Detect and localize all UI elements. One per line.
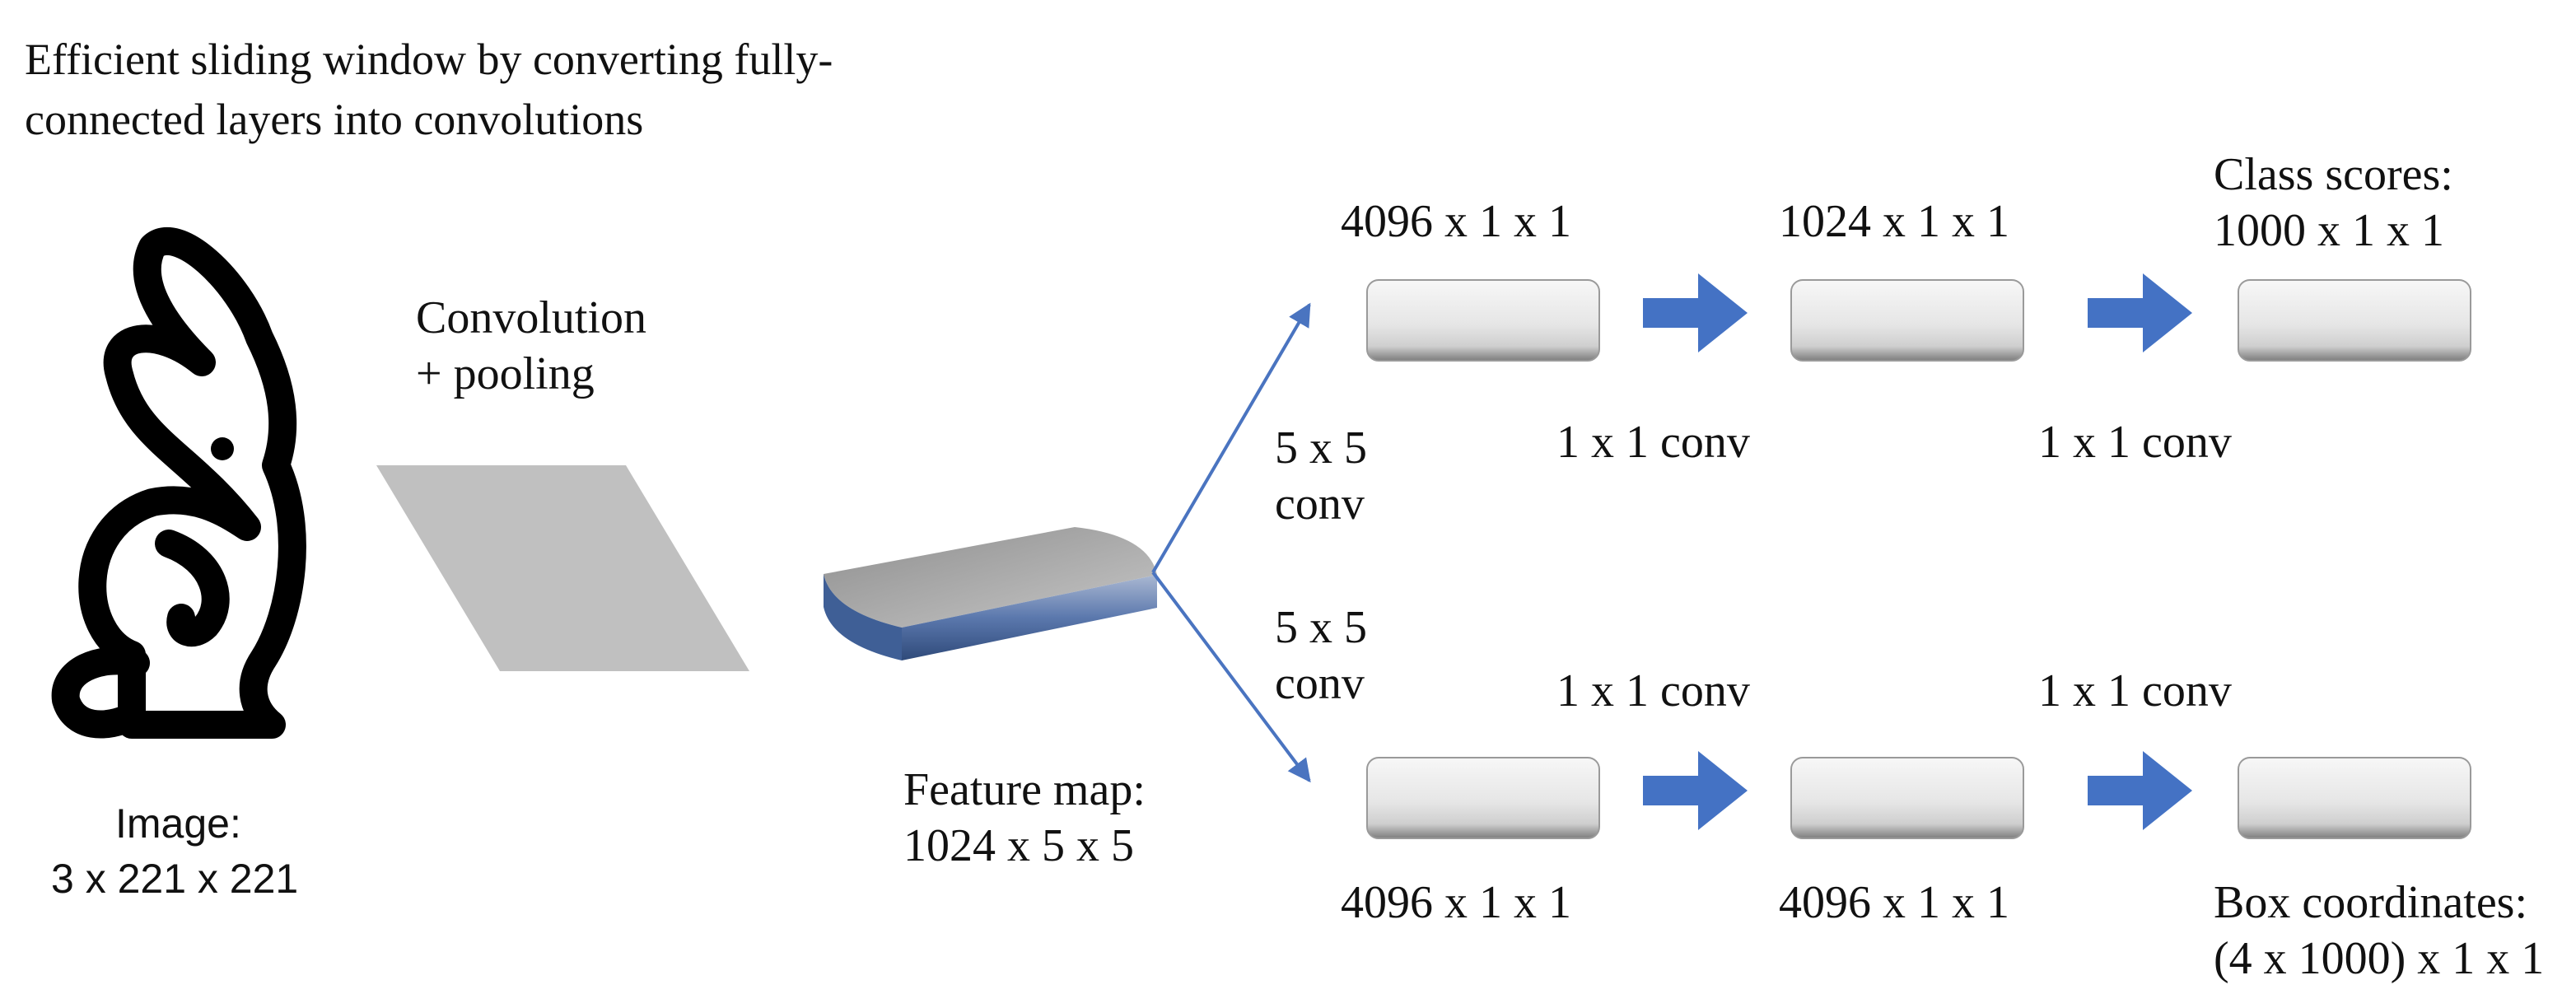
feature-map-block [824,527,1157,660]
top-layer-2-dims: 1024 x 1 x 1 [1779,196,2009,247]
connector-top-line [1151,302,1311,574]
bottom-5x5-line-2: conv [1275,658,1365,710]
class-scores-line-2: 1000 x 1 x 1 [2214,205,2444,257]
bottom-5x5-line-1: 5 x 5 [1275,602,1367,653]
top-1x1-conv-label-b: 1 x 1 conv [2038,417,2232,468]
feature-map-line-2: 1024 x 5 x 5 [903,820,1134,872]
bottom-1x1-conv-label-a: 1 x 1 conv [1556,665,1750,716]
top-output-label: Class scores: 1000 x 1 x 1 [2214,147,2453,259]
top-block-arrow-2 [2088,273,2192,352]
top-5x5-line-1: 5 x 5 [1275,422,1367,474]
box-coords-line-1: Box coordinates: [2214,877,2528,928]
bottom-layer-box-1 [1366,757,1600,839]
conv-pooling-line-2: + pooling [416,348,595,400]
feature-map-line-1: Feature map: [903,764,1146,815]
rabbit-eye-icon [211,437,234,460]
bottom-block-arrow-1 [1643,751,1748,830]
top-layer-box-2 [1790,279,2024,362]
bottom-layer-2-dims: 4096 x 1 x 1 [1779,877,2009,928]
top-block-arrow-1 [1643,273,1748,352]
bottom-output-label: Box coordinates: (4 x 1000) x 1 x 1 [2214,875,2544,987]
conv-pooling-label: Convolution + pooling [416,290,646,403]
connector-bottom-line [1151,571,1311,783]
rabbit-icon [51,227,306,739]
class-scores-line-1: Class scores: [2214,149,2453,200]
top-5x5-conv-label: 5 x 5 conv [1275,420,1367,533]
bottom-layer-box-2 [1790,757,2024,839]
bottom-layer-1-dims: 4096 x 1 x 1 [1341,877,1571,928]
top-layer-box-1 [1366,279,1600,362]
image-label-line-2: 3 x 221 x 221 [51,856,299,902]
title-line-2: connected layers into convolutions [25,94,644,144]
feature-map-label: Feature map: 1024 x 5 x 5 [903,762,1146,875]
conv-pooling-shape [376,465,749,671]
box-coords-line-2: (4 x 1000) x 1 x 1 [2214,933,2545,985]
top-layer-1-dims: 4096 x 1 x 1 [1341,196,1571,247]
top-output-box [2238,279,2471,362]
bottom-1x1-conv-label-b: 1 x 1 conv [2038,665,2232,716]
bottom-5x5-conv-label: 5 x 5 conv [1275,600,1367,712]
bottom-output-box [2238,757,2471,839]
diagram-title: Efficient sliding window by converting f… [25,30,833,150]
top-5x5-line-2: conv [1275,478,1365,530]
image-label-line-1: Image: [115,800,241,847]
bottom-block-arrow-2 [2088,751,2192,830]
title-line-1: Efficient sliding window by converting f… [25,35,833,84]
conv-pooling-line-1: Convolution [416,292,647,343]
top-1x1-conv-label-a: 1 x 1 conv [1556,417,1750,468]
